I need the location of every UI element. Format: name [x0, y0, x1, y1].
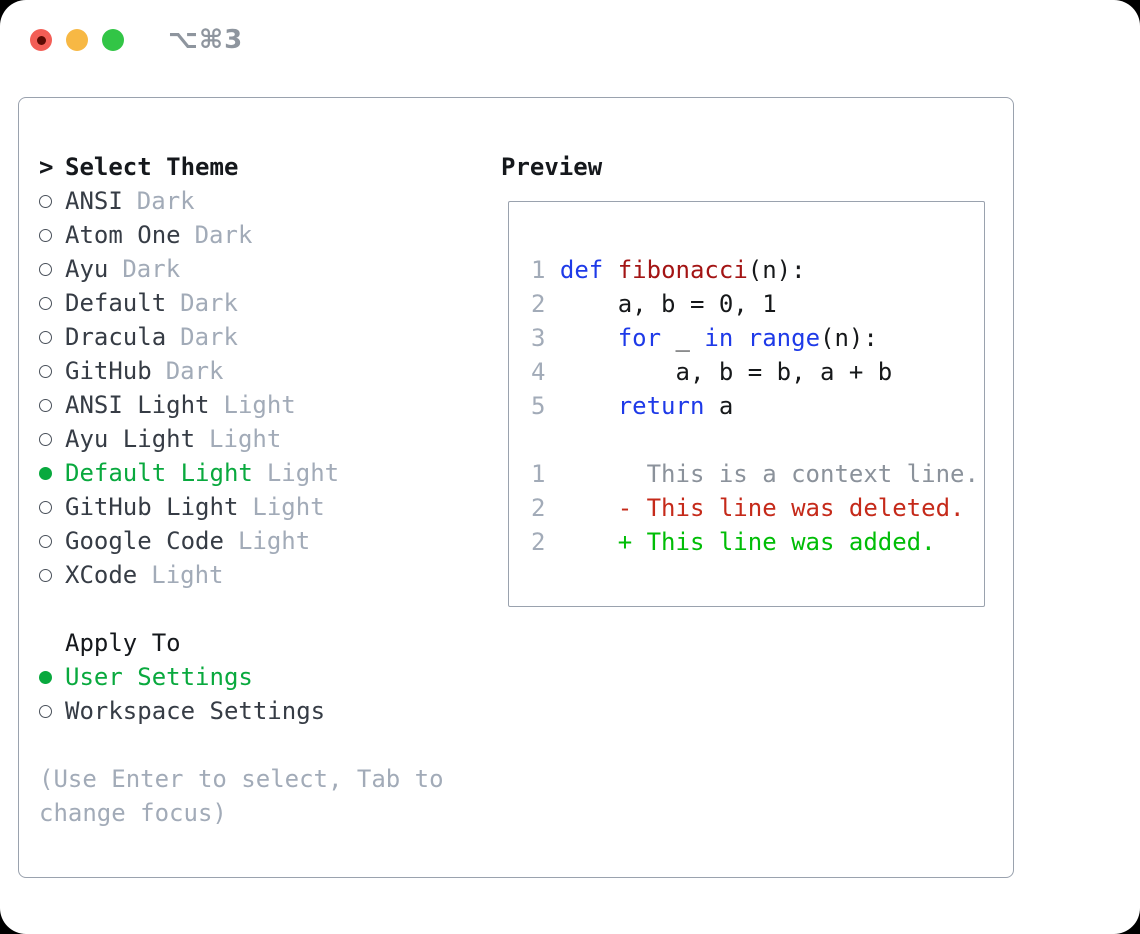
theme-item-google-code[interactable]: Google Code Light [39, 524, 444, 558]
theme-item-variant: Light [237, 527, 311, 555]
help-line-2: change focus) [39, 799, 227, 827]
radio-icon [39, 262, 52, 276]
zoom-button-icon[interactable] [102, 29, 124, 51]
theme-item-ansi-light[interactable]: ANSI Light Light [39, 388, 444, 422]
preview-code: 1 def fibonacci(n): 2 a, b = 0, 1 3 for _ … [531, 253, 979, 559]
radio-icon [39, 704, 52, 718]
line-number: 2 [531, 290, 546, 318]
theme-item-github-light[interactable]: GitHub Light Light [39, 490, 444, 524]
preview-pane: 1 def fibonacci(n): 2 a, b = 0, 1 3 for _ … [508, 201, 985, 607]
theme-item-label: Ayu [65, 255, 109, 283]
theme-item-variant: Dark [122, 255, 181, 283]
preview-line: 2 - This line was deleted. [531, 494, 965, 522]
line-number: 2 [531, 528, 546, 556]
theme-select-title: Select Theme [65, 153, 239, 181]
theme-item-variant: Light [252, 493, 325, 521]
radio-icon [39, 364, 52, 378]
radio-icon [39, 500, 52, 514]
line-number: 3 [531, 324, 546, 352]
theme-item-variant: Dark [136, 187, 195, 215]
preview-line: 2 + This line was added. [531, 528, 936, 556]
line-number: 1 [531, 460, 546, 488]
theme-item-dracula[interactable]: Dracula Dark [39, 320, 444, 354]
theme-item-label: ANSI [65, 187, 123, 215]
apply-option-user-settings[interactable]: User Settings [39, 660, 444, 694]
theme-item-atom-one[interactable]: Atom One Dark [39, 218, 444, 252]
theme-item-default[interactable]: Default Dark [39, 286, 444, 320]
preview-line: 1 This is a context line. [531, 460, 979, 488]
theme-select-header: > Select Theme [39, 150, 444, 184]
window-title: ⌥⌘3 [168, 25, 244, 55]
radio-icon [39, 330, 52, 344]
radio-selected-icon [39, 466, 52, 480]
theme-item-github[interactable]: GitHub Dark [39, 354, 444, 388]
radio-icon [39, 228, 52, 242]
apply-to-title: Apply To [65, 629, 181, 657]
theme-item-label: Atom One [65, 221, 181, 249]
theme-item-label: ANSI Light [65, 391, 210, 419]
preview-title: Preview [501, 153, 603, 181]
theme-item-variant: Light [209, 425, 282, 453]
theme-item-label: Default Light [65, 459, 253, 487]
theme-item-variant: Light [151, 561, 224, 589]
radio-icon [39, 568, 52, 582]
help-line-1: (Use Enter to select, Tab to [39, 765, 444, 793]
theme-item-label: Ayu Light [65, 425, 196, 453]
line-number: 1 [531, 256, 546, 284]
theme-item-ayu-light[interactable]: Ayu Light Light [39, 422, 444, 456]
theme-item-label: Default [65, 289, 167, 317]
theme-item-label: Google Code [65, 527, 224, 555]
preview-line: 2 a, b = 0, 1 [531, 290, 777, 318]
theme-item-ayu[interactable]: Ayu Dark [39, 252, 444, 286]
theme-item-variant: Light [266, 459, 340, 487]
preview-line [531, 423, 979, 457]
theme-item-variant: Dark [180, 323, 238, 351]
apply-option-label: User Settings [65, 663, 253, 691]
apply-option-label: Workspace Settings [65, 697, 326, 725]
preview-line: 4 a, b = b, a + b [531, 358, 893, 386]
line-number: 2 [531, 494, 546, 522]
theme-item-variant: Dark [194, 221, 253, 249]
radio-icon [39, 534, 52, 548]
theme-item-ansi[interactable]: ANSI Dark [39, 184, 444, 218]
prompt-icon: > [39, 153, 54, 181]
theme-item-label: GitHub Light [65, 493, 239, 521]
theme-item-variant: Dark [165, 357, 224, 385]
radio-icon [39, 432, 52, 446]
theme-item-label: XCode [65, 561, 138, 589]
theme-item-default-light[interactable]: Default Light Light [39, 456, 444, 490]
line-number: 5 [531, 392, 546, 420]
theme-item-label: GitHub [65, 357, 152, 385]
radio-icon [39, 296, 52, 310]
apply-to-header: Apply To [39, 626, 444, 660]
line-number: 4 [531, 358, 546, 386]
preview-line: 1 def fibonacci(n): [531, 256, 806, 284]
preview-line: 5 return a [531, 392, 734, 420]
window-controls [30, 29, 124, 51]
minimize-button-icon[interactable] [66, 29, 88, 51]
theme-item-variant: Dark [180, 289, 238, 317]
close-button-icon[interactable] [30, 29, 52, 51]
help-text: (Use Enter to select, Tab to change focu… [39, 762, 444, 830]
theme-item-variant: Light [223, 391, 296, 419]
preview-line: 3 for _ in range(n): [531, 324, 878, 352]
apply-option-workspace-settings[interactable]: Workspace Settings [39, 694, 444, 728]
radio-selected-icon [39, 670, 52, 684]
theme-item-label: Dracula [65, 323, 167, 351]
radio-icon [39, 194, 52, 208]
theme-item-xcode[interactable]: XCode Light [39, 558, 444, 592]
radio-icon [39, 398, 52, 412]
